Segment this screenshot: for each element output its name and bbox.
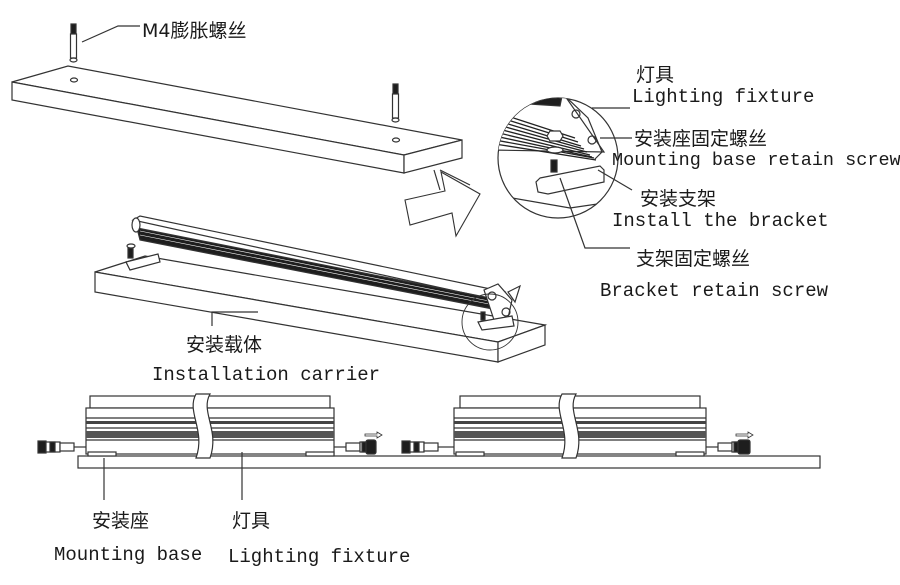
label-bracket-screw-en: Bracket retain screw xyxy=(600,280,829,302)
label-expansion-screw-cn: M4膨胀螺丝 xyxy=(142,20,247,42)
label-install-bracket-en: Install the bracket xyxy=(612,210,829,232)
side-view-chain xyxy=(37,393,821,500)
detail-magnifier xyxy=(497,97,619,219)
label-fixture-bottom-cn: 灯具 xyxy=(232,510,271,532)
label-fixture-top-cn: 灯具 xyxy=(636,64,675,86)
label-carrier-en: Installation carrier xyxy=(152,364,381,386)
side-fixture-1 xyxy=(85,393,335,459)
leader-expansion-screw xyxy=(81,25,140,43)
label-bracket-screw-cn: 支架固定螺丝 xyxy=(636,248,751,270)
assembled-fixture xyxy=(125,215,521,351)
side-fixture-2 xyxy=(453,393,707,459)
hollow-arrow xyxy=(404,170,481,238)
label-fixture-top-en: Lighting fixture xyxy=(632,86,815,108)
connector-left xyxy=(37,440,86,454)
label-mount-base-screw-en: Mounting base retain screw xyxy=(612,150,900,171)
label-install-bracket-cn: 安装支架 xyxy=(640,188,717,210)
leader-carrier xyxy=(211,311,258,326)
expansion-screw-left xyxy=(69,23,78,63)
label-mount-base-cn: 安装座 xyxy=(92,510,150,532)
connector-middle xyxy=(334,431,454,455)
label-fixture-bottom-en: Lighting fixture xyxy=(228,546,411,568)
top-carrier-block xyxy=(11,65,463,174)
label-mount-base-en: Mounting base xyxy=(54,544,203,566)
connector-right xyxy=(706,431,754,455)
label-carrier-cn: 安装载体 xyxy=(186,334,263,356)
assembled-carrier-block xyxy=(94,255,548,363)
expansion-screw-right xyxy=(391,83,400,123)
label-mount-base-screw-cn: 安装座固定螺丝 xyxy=(634,128,768,150)
